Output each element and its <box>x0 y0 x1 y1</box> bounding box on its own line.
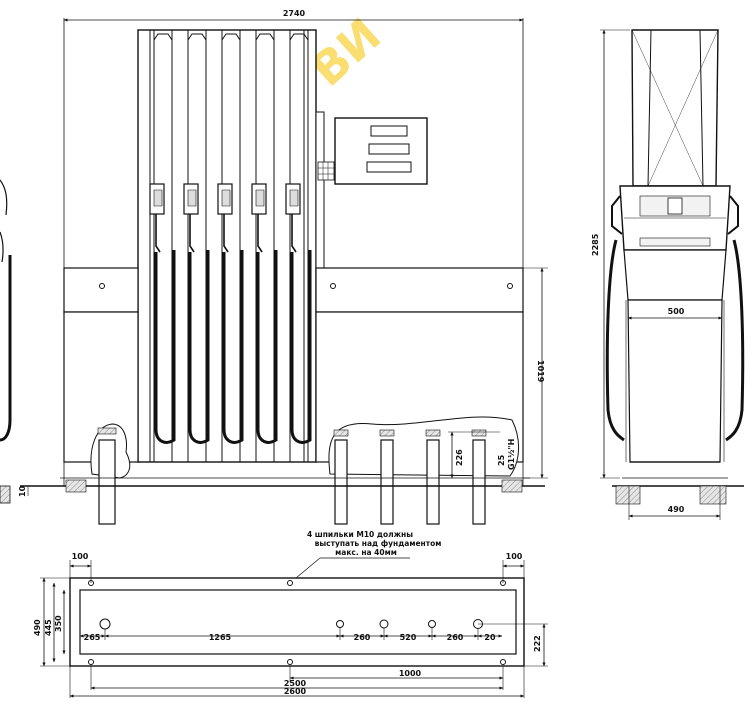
dim-222: 222 <box>533 635 542 652</box>
nozzle-hose <box>256 250 278 444</box>
nozzle-hose <box>290 250 312 444</box>
anchor-bolt <box>380 439 394 525</box>
note-line-3: макс. на 40мм <box>335 548 397 557</box>
dim-side-body-width: 500 <box>668 307 685 316</box>
dim-260-b: 260 <box>447 633 464 642</box>
dim-2600: 2600 <box>284 687 307 696</box>
keypad-keys <box>318 162 334 180</box>
left-partial-view <box>0 179 12 504</box>
dim-overall-width: 2740 <box>283 9 306 18</box>
dim-side-base-width: 490 <box>668 505 685 514</box>
dim-side-height: 2285 <box>591 233 600 256</box>
display-window <box>370 125 408 137</box>
anchor-bolt <box>334 439 348 525</box>
nozzle-assembly <box>251 30 278 462</box>
dim-plan-inner: 350 <box>54 615 63 632</box>
front-view: 2740 <box>18 9 548 525</box>
bolt-cap <box>425 429 441 437</box>
pipe-hole <box>99 618 111 630</box>
nozzle-hose <box>154 250 176 444</box>
pipe-hole <box>428 620 436 628</box>
note-line-1: 4 шпильки М10 должны <box>307 530 413 539</box>
left-cabinet-top <box>63 267 139 313</box>
dim-plan-mid: 445 <box>44 619 53 636</box>
dim-foundation-depth: 226 <box>455 449 464 466</box>
dim-520: 520 <box>400 633 417 642</box>
nozzle-hose <box>188 250 210 444</box>
dim-height-right: 1019 <box>536 360 545 383</box>
nozzle-assembly <box>183 30 210 462</box>
nozzle-assembly <box>149 30 176 462</box>
nozzle-group <box>149 30 312 462</box>
nozzle-hose <box>222 250 244 444</box>
dim-left-offset: 100 <box>72 552 89 561</box>
pipe-label: G1½"H <box>506 439 516 470</box>
plan-corner-bolts <box>88 580 506 665</box>
display-window <box>366 161 412 173</box>
dim-265: 265 <box>84 633 101 642</box>
keypad <box>317 161 335 181</box>
plan-view: 4 шпильки М10 должны выступать над фунда… <box>33 530 548 698</box>
side-view: 2285 500 490 <box>591 29 745 520</box>
nozzle-assembly <box>217 30 244 462</box>
right-cabinet-top <box>315 267 524 313</box>
display-rows <box>366 125 412 173</box>
note-line-2: выступать над фундаментом <box>315 539 442 548</box>
nozzle-assembly <box>285 30 312 462</box>
dim-260-a: 260 <box>354 633 371 642</box>
display-window <box>368 143 410 155</box>
dim-1000: 1000 <box>399 669 422 678</box>
dim-2500: 2500 <box>284 679 307 688</box>
bolt-note: 4 шпильки М10 должны выступать над фунда… <box>307 530 441 557</box>
dim-plan-outer: 490 <box>33 619 42 636</box>
bolt-cap <box>379 429 395 437</box>
dim-pipe-gap: 25 <box>497 454 506 466</box>
bolt-cap <box>471 429 487 437</box>
dim-1265: 1265 <box>209 633 232 642</box>
anchor-bolt <box>426 439 440 525</box>
dim-right-offset: 100 <box>506 552 523 561</box>
anchor-bolts-front <box>333 429 487 525</box>
bolt-cap <box>333 429 349 437</box>
dim-base-offset: 10 <box>18 485 27 497</box>
dim-20: 20 <box>484 633 496 642</box>
anchor-bolt <box>472 439 486 525</box>
pipe-hole <box>379 619 389 629</box>
pipe-hole <box>336 620 344 628</box>
